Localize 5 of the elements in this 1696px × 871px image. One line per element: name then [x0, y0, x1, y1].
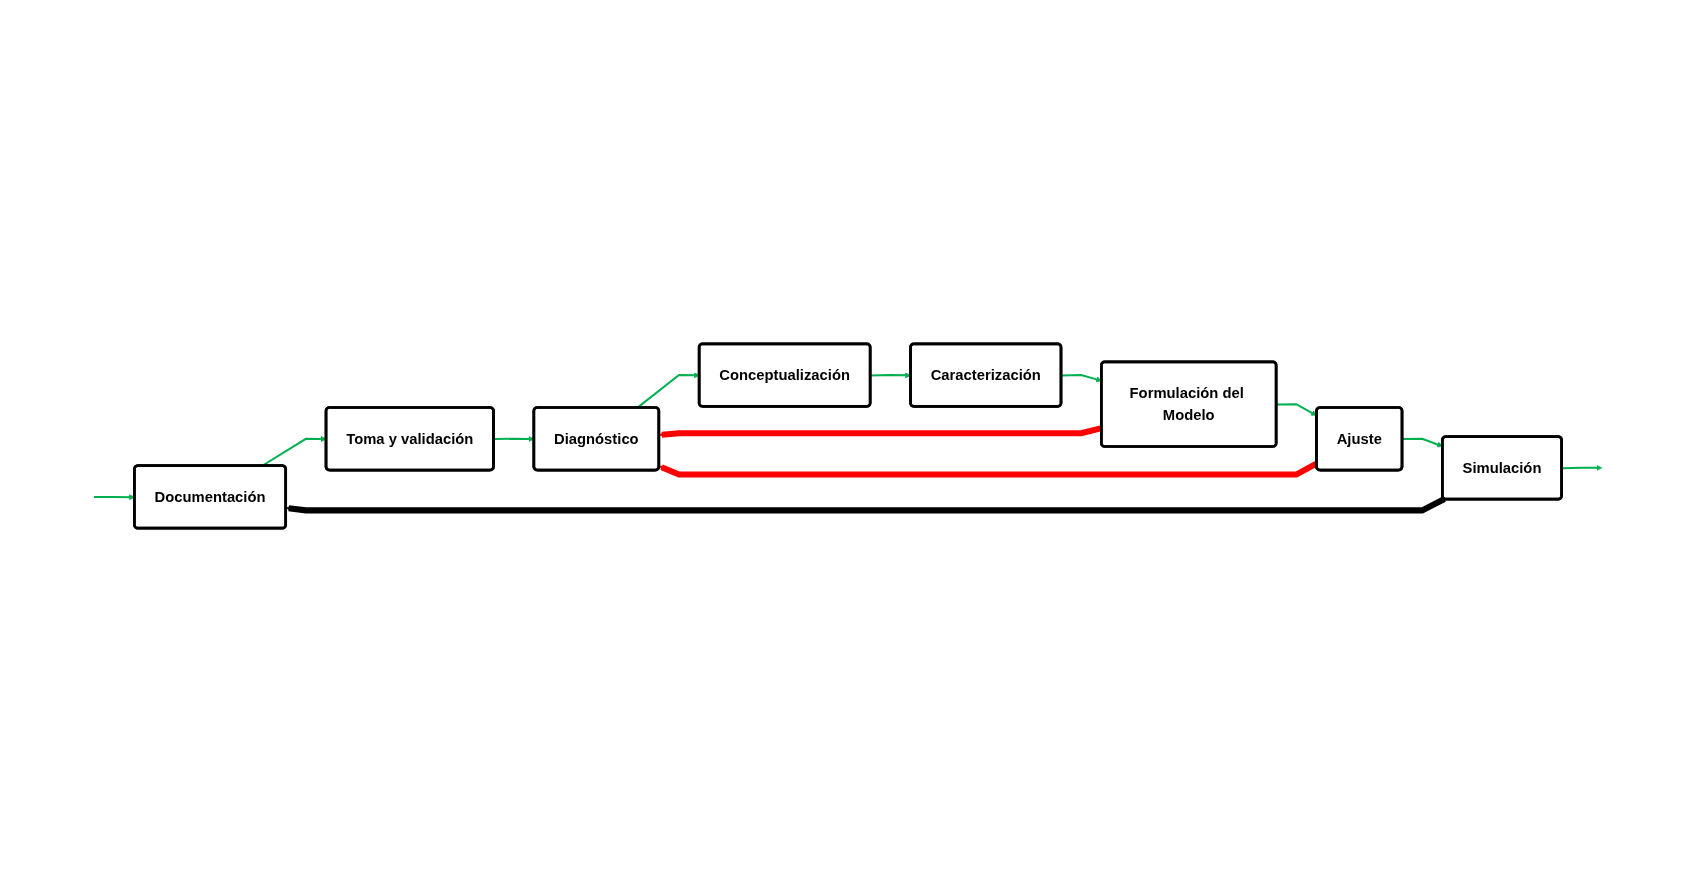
arrow	[1402, 437, 1443, 447]
arrow	[1061, 373, 1102, 382]
arrow	[285, 495, 1446, 513]
arrow	[1561, 464, 1603, 471]
arrow	[94, 493, 135, 500]
